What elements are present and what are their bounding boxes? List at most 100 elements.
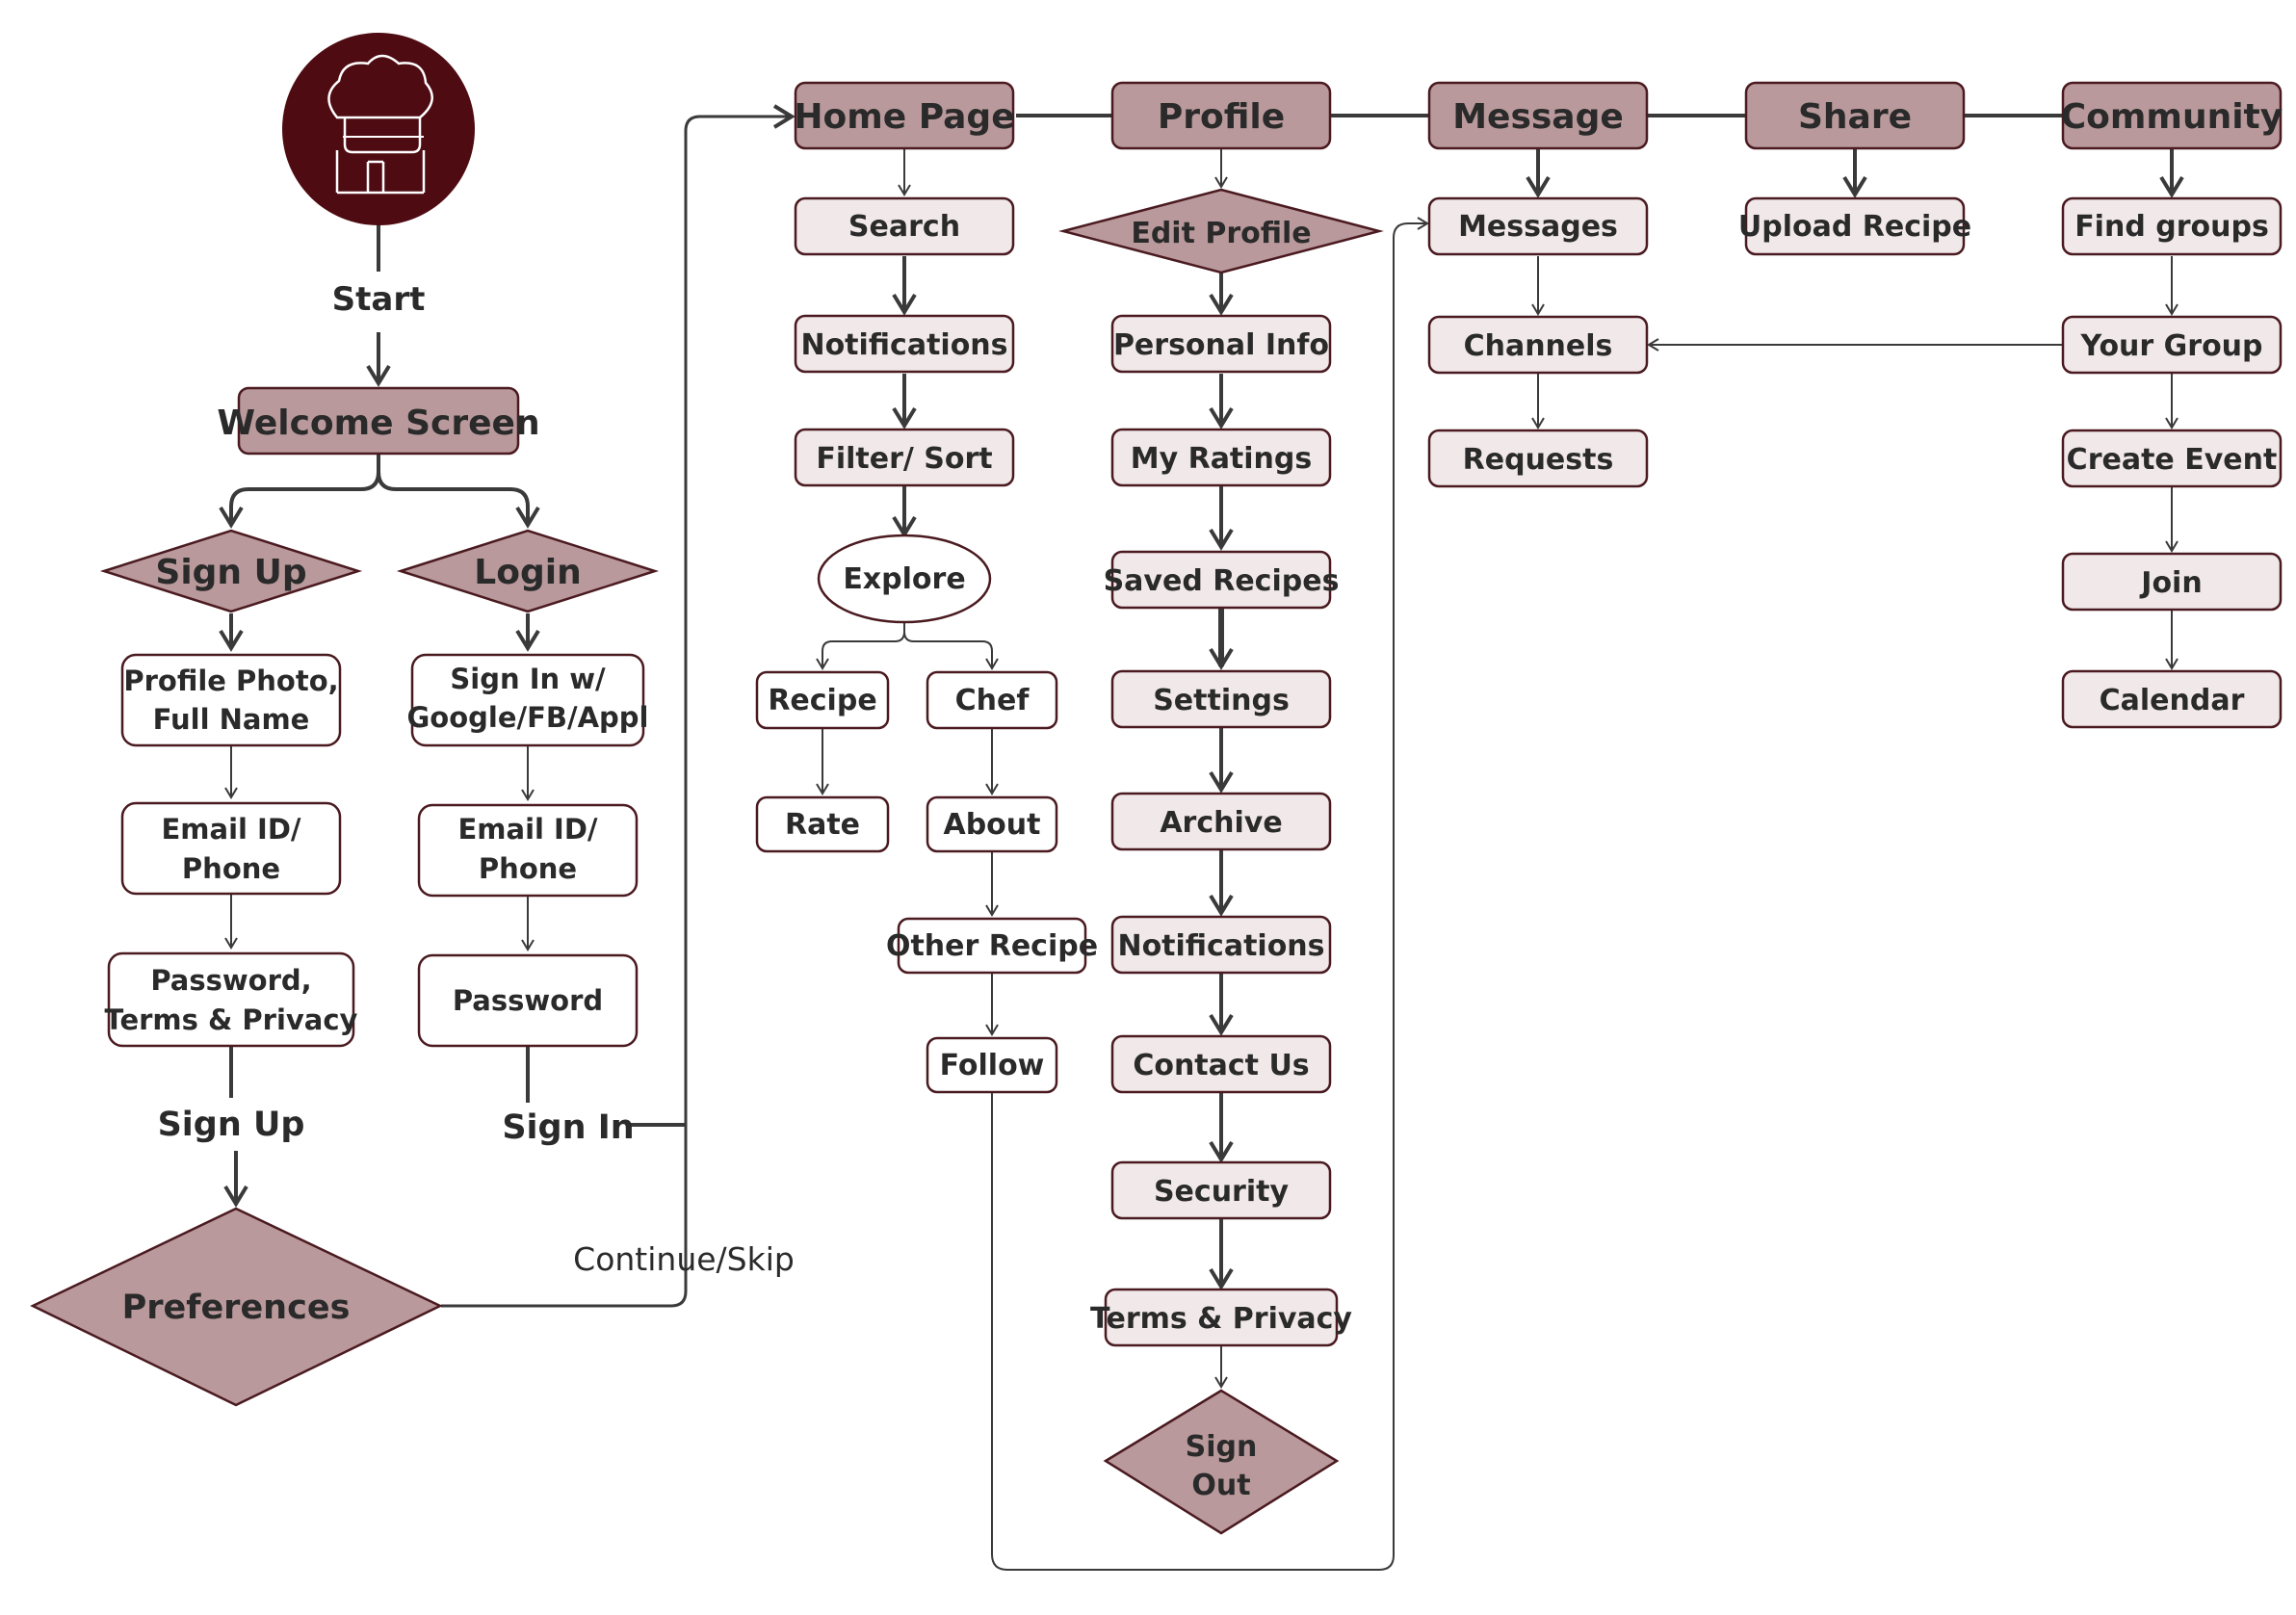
welcome-screen-label: Welcome Screen [217, 404, 539, 443]
recipe-node[interactable]: Recipe [755, 670, 890, 730]
welcome-screen-node[interactable]: Welcome Screen [217, 386, 540, 456]
password-terms-line2: Terms & Privacy [105, 1003, 358, 1036]
connectors [219, 104, 2184, 1571]
requests-label: Requests [1463, 443, 1614, 477]
security-label: Security [1154, 1175, 1290, 1209]
create-event-node[interactable]: Create Event [2061, 429, 2283, 488]
about-node[interactable]: About [926, 795, 1058, 853]
personal-info-node[interactable]: Personal Info [1110, 314, 1332, 374]
messages-label: Messages [1458, 210, 1618, 244]
password-label: Password [453, 984, 603, 1017]
signin-action-label: Sign In [502, 1108, 634, 1147]
signup-email-line2: Phone [182, 852, 280, 885]
contact-us-node[interactable]: Contact Us [1110, 1034, 1332, 1094]
password-node[interactable]: Password [417, 953, 639, 1048]
signin-with-node[interactable]: Sign In w/ Google/FB/Appl [406, 653, 649, 747]
my-ratings-label: My Ratings [1131, 442, 1313, 476]
signup-email-node[interactable]: Email ID/ Phone [120, 801, 342, 896]
chef-node[interactable]: Chef [926, 670, 1058, 730]
find-groups-node[interactable]: Find groups [2061, 196, 2283, 256]
login-email-line2: Phone [479, 852, 577, 885]
settings-node[interactable]: Settings [1110, 669, 1332, 729]
rate-label: Rate [785, 808, 860, 842]
about-label: About [943, 808, 1040, 842]
your-group-node[interactable]: Your Group [2061, 315, 2283, 375]
join-node[interactable]: Join [2061, 552, 2283, 612]
continue-skip-label: Continue/Skip [573, 1240, 795, 1278]
chef-hat-icon [327, 54, 433, 195]
channels-node[interactable]: Channels [1427, 315, 1649, 375]
saved-recipes-label: Saved Recipes [1104, 564, 1340, 598]
channels-label: Channels [1464, 329, 1613, 363]
other-recipe-node[interactable]: Other Recipe [886, 917, 1098, 975]
security-node[interactable]: Security [1110, 1160, 1332, 1220]
profile-node[interactable]: Profile [1110, 81, 1332, 150]
explore-label: Explore [843, 562, 965, 596]
login-email-line1: Email ID/ [457, 813, 597, 846]
login-decision-node[interactable]: Login [396, 529, 660, 613]
create-event-label: Create Event [2067, 443, 2278, 477]
explore-node[interactable]: Explore [817, 534, 992, 624]
sign-out-node[interactable]: Sign Out [1103, 1389, 1340, 1535]
sign-out-line2: Out [1191, 1469, 1250, 1502]
archive-node[interactable]: Archive [1110, 792, 1332, 851]
login-email-node[interactable]: Email ID/ Phone [417, 803, 639, 898]
start-label: Start [332, 280, 426, 319]
follow-label: Follow [940, 1049, 1045, 1082]
profile-notifications-label: Notifications [1117, 929, 1324, 963]
signup-action-label: Sign Up [158, 1106, 305, 1144]
signup-email-line1: Email ID/ [161, 813, 300, 846]
profile-photo-line1: Profile Photo, [123, 664, 338, 697]
profile-photo-node[interactable]: Profile Photo, Full Name [120, 653, 342, 747]
profile-label: Profile [1158, 97, 1285, 137]
filter-sort-label: Filter/ Sort [816, 442, 992, 476]
profile-notifications-node[interactable]: Notifications [1110, 915, 1332, 975]
logo [282, 33, 475, 225]
signup-decision-label: Sign Up [155, 553, 306, 592]
personal-info-label: Personal Info [1113, 328, 1329, 362]
chef-label: Chef [955, 684, 1031, 717]
recipe-label: Recipe [768, 684, 876, 717]
messages-node[interactable]: Messages [1427, 196, 1649, 256]
preferences-node[interactable]: Preferences [30, 1207, 443, 1407]
join-label: Join [2139, 566, 2202, 600]
signup-decision-node[interactable]: Sign Up [99, 529, 363, 613]
sign-out-line1: Sign [1186, 1430, 1258, 1464]
archive-label: Archive [1160, 806, 1282, 840]
login-decision-label: Login [474, 553, 581, 592]
rate-node[interactable]: Rate [755, 795, 890, 853]
signin-with-line1: Sign In w/ [450, 663, 606, 695]
upload-recipe-node[interactable]: Upload Recipe [1738, 196, 1971, 256]
filter-sort-node[interactable]: Filter/ Sort [794, 428, 1015, 487]
search-node[interactable]: Search [794, 196, 1015, 256]
contact-us-label: Contact Us [1133, 1049, 1309, 1082]
community-node[interactable]: Community [2061, 81, 2283, 150]
your-group-label: Your Group [2079, 329, 2262, 363]
home-page-node[interactable]: Home Page [794, 81, 1015, 150]
calendar-node[interactable]: Calendar [2061, 669, 2283, 729]
terms-privacy-label: Terms & Privacy [1090, 1302, 1352, 1336]
share-node[interactable]: Share [1744, 81, 1966, 150]
follow-node[interactable]: Follow [926, 1036, 1058, 1094]
message-node[interactable]: Message [1427, 81, 1649, 150]
upload-recipe-label: Upload Recipe [1738, 210, 1971, 244]
password-terms-line1: Password, [150, 964, 311, 997]
home-notifications-node[interactable]: Notifications [794, 314, 1015, 374]
edit-profile-label: Edit Profile [1131, 217, 1311, 250]
signin-with-line2: Google/FB/Appl [406, 701, 648, 734]
search-label: Search [848, 210, 960, 244]
other-recipe-label: Other Recipe [886, 929, 1098, 963]
calendar-label: Calendar [2100, 684, 2245, 717]
share-label: Share [1798, 97, 1912, 137]
settings-label: Settings [1153, 684, 1290, 717]
password-terms-node[interactable]: Password, Terms & Privacy [105, 951, 358, 1048]
requests-node[interactable]: Requests [1427, 429, 1649, 488]
saved-recipes-node[interactable]: Saved Recipes [1104, 550, 1340, 610]
community-label: Community [2061, 97, 2283, 137]
edit-profile-node[interactable]: Edit Profile [1058, 188, 1384, 274]
profile-photo-line2: Full Name [153, 703, 310, 736]
my-ratings-node[interactable]: My Ratings [1110, 428, 1332, 487]
terms-privacy-node[interactable]: Terms & Privacy [1090, 1288, 1352, 1347]
find-groups-label: Find groups [2074, 210, 2269, 244]
